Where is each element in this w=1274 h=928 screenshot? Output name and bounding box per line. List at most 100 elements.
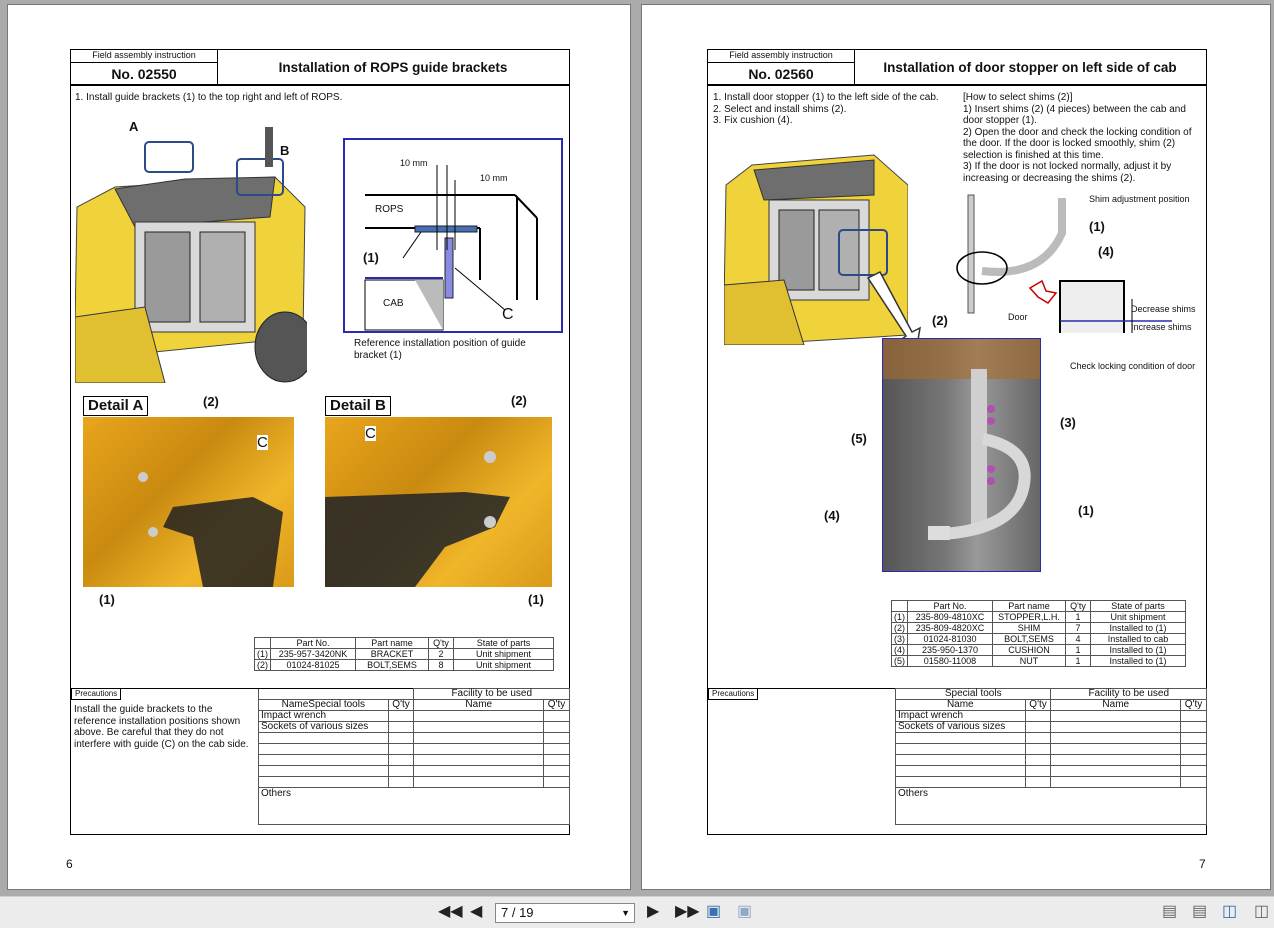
viewer-toolbar: ◀◀ ◀ ▶ ▶▶ ▣ ▣ ▤ ▤ ◫ ◫	[0, 896, 1274, 928]
page-header: Field assembly instruction No. 02560 Ins…	[707, 49, 1207, 85]
page-right: Field assembly instruction No. 02560 Ins…	[641, 4, 1271, 890]
rops-label: ROPS	[375, 204, 404, 215]
facility-name-col: Name	[1050, 699, 1182, 711]
diagram-callout-4: (4)	[1098, 244, 1114, 259]
increase-shims-label: Increase shims	[1131, 322, 1192, 332]
page-number: 7	[1199, 857, 1206, 871]
header-caption: Field assembly instruction	[708, 50, 854, 63]
diagram-callout-1: (1)	[1089, 219, 1105, 234]
prev-page-icon[interactable]: ◀	[470, 903, 483, 920]
col-header: State of parts	[453, 637, 554, 649]
detail-b-callout-c: C	[365, 425, 376, 442]
page-header: Field assembly instruction No. 02550 Ins…	[70, 49, 570, 85]
step-list: 1. Install door stopper (1) to the left …	[713, 92, 958, 127]
step-item: 3. Fix cushion (4).	[713, 115, 793, 126]
tool-item: Sockets of various sizes	[258, 721, 389, 733]
col-header	[891, 600, 908, 612]
page-number-select[interactable]: 7 / 19 ▼	[495, 903, 635, 923]
precautions-text: Install the guide brackets to the refere…	[74, 704, 249, 750]
shim-diagram	[956, 194, 1172, 333]
step-item: 1. Install door stopper (1) to the left …	[713, 92, 939, 103]
door-label: Door	[1008, 312, 1028, 322]
qty-col: Q'ty	[543, 699, 570, 711]
detail-a-label: Detail A	[83, 396, 149, 416]
others-field: Others	[258, 787, 570, 825]
tools-col-name: Name	[895, 699, 1026, 711]
shim-step: 2) Open the door and check the locking c…	[963, 126, 1192, 161]
detail-b-photo	[325, 417, 552, 587]
col-header	[254, 637, 271, 649]
qty-col: Q'ty	[1024, 699, 1052, 711]
shim-title: [How to select shims (2)]	[963, 92, 1073, 103]
first-page-icon[interactable]: ◀◀	[438, 903, 463, 920]
parts-table: Part No. Part name Q'ty State of parts (…	[891, 600, 1186, 667]
col-header: Part No.	[907, 600, 993, 612]
special-tools-header: Special tools	[894, 688, 1052, 700]
label-a: A	[129, 119, 139, 134]
decrease-shims-label: Decrease shims	[1131, 304, 1196, 314]
tool-item: Sockets of various sizes	[895, 721, 1026, 733]
callout-1: (1)	[1078, 503, 1094, 518]
chevron-down-icon: ▼	[621, 908, 630, 918]
instruction-step: 1. Install guide brackets (1) to the top…	[75, 92, 343, 103]
col-header: Part name	[992, 600, 1066, 612]
parts-table: Part No. Part name Q'ty State of parts (…	[254, 637, 554, 671]
label-b: B	[280, 143, 290, 158]
facility-header: Facility to be used	[413, 688, 570, 700]
instruction-number: No. 02550	[111, 66, 177, 82]
instruction-number: No. 02560	[748, 66, 814, 82]
detail-a-callout-1: (1)	[99, 592, 115, 607]
part1-label: (1)	[363, 250, 379, 265]
go-back-icon[interactable]: ▣	[706, 903, 722, 920]
shim-step: 3) If the door is not locked normally, a…	[963, 161, 1172, 184]
callout-4: (4)	[824, 508, 840, 523]
next-page-icon[interactable]: ▶	[647, 903, 660, 920]
col-header: Q'ty	[1065, 600, 1091, 612]
facility-name-col: Name	[413, 699, 545, 711]
single-page-view-icon[interactable]: ▤	[1162, 903, 1178, 920]
facility-header: Facility to be used	[1050, 688, 1207, 700]
machine-illustration	[724, 154, 908, 345]
continuous-view-icon[interactable]: ▤	[1192, 903, 1208, 920]
col-header: State of parts	[1090, 600, 1186, 612]
detail-b-label: Detail B	[325, 396, 391, 416]
detail-a-callout-c: C	[257, 434, 268, 451]
last-page-icon[interactable]: ▶▶	[675, 903, 700, 920]
reference-diagram: 10 mm 10 mm ROPS (1) CAB C	[343, 138, 563, 333]
col-header: Q'ty	[428, 637, 454, 649]
qty-col: Q'ty	[387, 699, 415, 711]
tool-item: Impact wrench	[895, 710, 1026, 722]
callout-3: (3)	[1060, 415, 1076, 430]
dimension-2: 10 mm	[480, 173, 508, 183]
step-item: 2. Select and install shims (2).	[713, 103, 847, 115]
tools-table: Facility to be used NameSpecial tools Q'…	[257, 688, 570, 825]
two-page-continuous-view-icon[interactable]: ◫	[1254, 903, 1270, 920]
qty-col: Q'ty	[1180, 699, 1207, 711]
check-lock-label: Check locking condition of door	[1070, 361, 1196, 371]
two-page-view-icon[interactable]: ◫	[1222, 903, 1238, 920]
tool-item: Impact wrench	[258, 710, 389, 722]
reference-caption: Reference installation position of guide…	[354, 338, 526, 361]
page-number: 6	[66, 857, 73, 871]
page-left: Field assembly instruction No. 02550 Ins…	[7, 4, 631, 890]
tools-col-name: NameSpecial tools	[258, 699, 389, 711]
precautions-label: Precautions	[71, 688, 122, 700]
dimension-1: 10 mm	[400, 158, 428, 168]
shim-step: 1) Insert shims (2) (4 pieces) between t…	[963, 103, 1186, 127]
go-forward-icon[interactable]: ▣	[737, 903, 753, 920]
detail-a-callout-2: (2)	[203, 394, 219, 409]
precautions-label: Precautions	[708, 688, 759, 700]
callout-2: (2)	[932, 313, 948, 328]
shim-instructions: [How to select shims (2)] 1) Insert shim…	[963, 92, 1203, 184]
col-header: Part name	[355, 637, 429, 649]
others-field: Others	[895, 787, 1207, 825]
detail-b-callout-2: (2)	[511, 393, 527, 408]
instruction-title: Installation of door stopper on left sid…	[883, 60, 1177, 75]
